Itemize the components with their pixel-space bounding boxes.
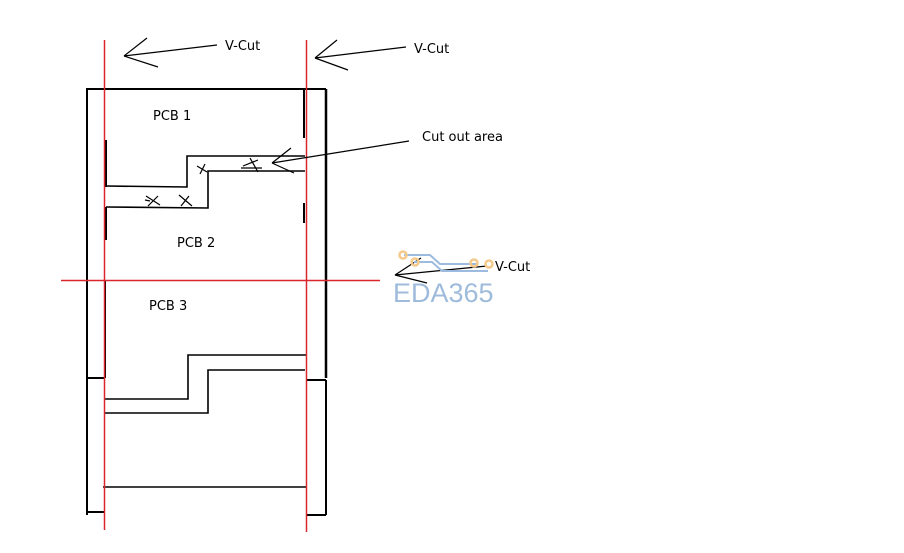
- cutout-bottom-edge: [105, 170, 305, 209]
- arrow-icon: [314, 39, 407, 71]
- cutout-x-marks: [144, 157, 262, 207]
- watermark: EDA365: [393, 250, 494, 308]
- vcut-label-right: V-Cut: [414, 42, 449, 57]
- watermark-trace: [414, 261, 488, 272]
- cutout-label: Cut out area: [422, 130, 503, 145]
- watermark-text: EDA365: [393, 278, 494, 308]
- watermark-dot-icon: [484, 259, 494, 269]
- x-mark-icon: [144, 195, 161, 207]
- watermark-trace: [404, 254, 478, 265]
- pcb1-label: PCB 1: [153, 109, 191, 124]
- watermark-dot-icon: [410, 257, 420, 267]
- pcb3-label: PCB 3: [149, 299, 187, 314]
- cutout-top-edge: [105, 155, 305, 188]
- watermark-dot-icon: [398, 250, 408, 260]
- step-edge-upper: [105, 354, 306, 400]
- vcut-lines: [61, 40, 380, 532]
- vcut-label-middle: V-Cut: [495, 260, 530, 275]
- step-edge-lower: [105, 369, 305, 414]
- cutout-slot: [105, 155, 305, 209]
- x-mark-icon: [178, 194, 193, 207]
- watermark-dot-icon: [469, 258, 479, 268]
- vcut-label-left: V-Cut: [225, 39, 260, 54]
- x-mark-icon: [196, 163, 208, 175]
- arrows: [123, 37, 488, 284]
- pcb2-label: PCB 2: [177, 236, 215, 251]
- x-mark-icon: [241, 157, 262, 173]
- pcb3-step-edges: [103, 354, 306, 488]
- arrow-icon: [123, 37, 218, 68]
- board-outline: [86, 88, 328, 516]
- arrow-icon: [271, 140, 410, 174]
